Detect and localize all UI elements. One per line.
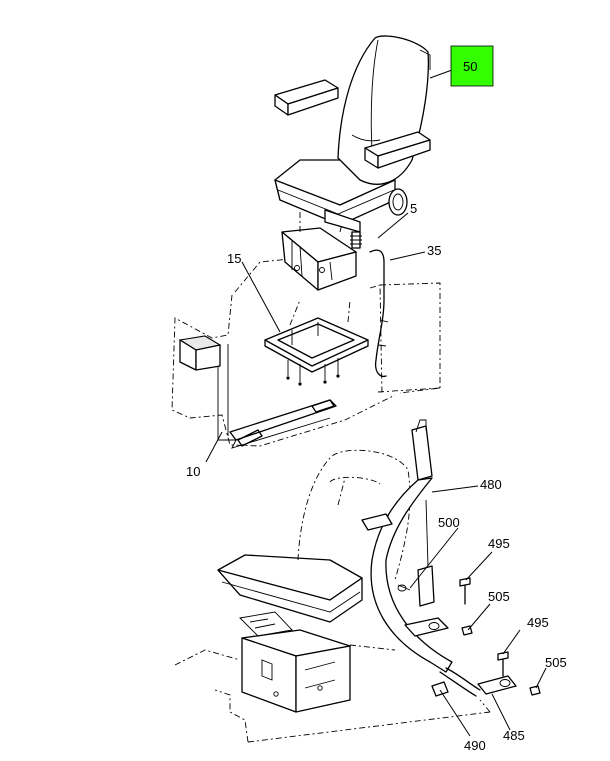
callout-5[interactable]: 5 xyxy=(410,201,417,216)
callout-480[interactable]: 480 xyxy=(480,477,502,492)
lower-seat-assembly xyxy=(174,419,541,743)
callout-50[interactable]: 50 xyxy=(463,59,477,74)
callout-15[interactable]: 15 xyxy=(227,251,241,266)
callout-505-lower[interactable]: 505 xyxy=(545,655,567,670)
callout-495-upper[interactable]: 495 xyxy=(488,536,510,551)
recline-knob xyxy=(388,188,408,216)
seat-belt-webbing xyxy=(361,419,453,673)
callout-490[interactable]: 490 xyxy=(464,738,486,753)
upper-seat-assembly xyxy=(171,35,441,449)
callout-leaders xyxy=(205,69,547,737)
mounting-frame xyxy=(264,299,369,386)
seat-cable xyxy=(369,249,387,378)
lower-seat-cushion xyxy=(217,554,363,623)
side-wall-panel xyxy=(369,284,441,396)
wall-box xyxy=(178,335,222,371)
callout-35[interactable]: 35 xyxy=(427,243,441,258)
upper-seat-armrests xyxy=(274,79,431,169)
callout-495-lower[interactable]: 495 xyxy=(527,615,549,630)
callout-10[interactable]: 10 xyxy=(186,464,200,479)
lower-floor xyxy=(174,644,491,743)
lower-seat-backrest xyxy=(297,449,411,581)
seat-pedestal xyxy=(281,209,362,291)
lower-pedestal xyxy=(239,611,351,713)
belt-anchors xyxy=(404,617,517,697)
callout-485[interactable]: 485 xyxy=(503,728,525,743)
highlight-box-50 xyxy=(450,45,494,87)
callout-500[interactable]: 500 xyxy=(438,515,460,530)
callout-505-upper[interactable]: 505 xyxy=(488,589,510,604)
